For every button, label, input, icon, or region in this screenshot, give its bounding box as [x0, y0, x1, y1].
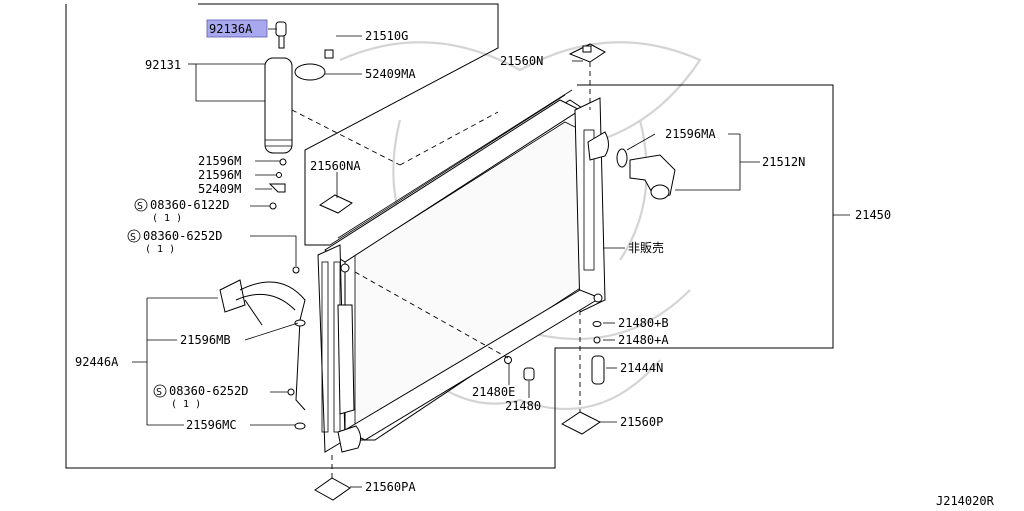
leader-lines: [132, 28, 850, 488]
label-92446A[interactable]: 92446A: [75, 355, 119, 369]
dash-line-3: [354, 271, 509, 359]
bolt-icon-1: [269, 202, 277, 210]
label-21596M-1[interactable]: 21596M: [198, 154, 241, 168]
clip-21510G: [324, 49, 334, 59]
label-21450[interactable]: 21450: [855, 208, 891, 222]
bolt-callout-3[interactable]: S 08360-6252D ( 1 ): [153, 384, 248, 410]
grommet-21596M-2: [276, 172, 282, 178]
label-21596MB[interactable]: 21596MB: [180, 333, 231, 347]
label-not-for-sale: 非販売: [628, 240, 664, 255]
bolt-callout-2[interactable]: S 08360-6252D ( 1 ): [127, 229, 222, 255]
label-52409M[interactable]: 52409M: [198, 182, 241, 196]
radiator-core: [317, 89, 609, 453]
reservoir-tank-92131: [264, 21, 293, 154]
label-21480B[interactable]: 21480+B: [618, 316, 669, 330]
label-21560NA[interactable]: 21560NA: [310, 159, 361, 173]
label-21596M-2[interactable]: 21596M: [198, 168, 241, 182]
label-21512N[interactable]: 21512N: [762, 155, 805, 169]
label-92131[interactable]: 92131: [145, 58, 181, 72]
dash-line-1: [291, 109, 401, 166]
label-21596MA[interactable]: 21596MA: [665, 127, 716, 141]
svg-text:08360-6252D: 08360-6252D: [143, 229, 222, 243]
oil-cooler-hose-92446A: [219, 266, 306, 430]
dash-line-2: [399, 111, 499, 166]
label-21560PA[interactable]: 21560PA: [365, 480, 416, 494]
hose-21444N: [591, 355, 605, 385]
highlight-box-92136A: [206, 19, 268, 38]
label-52409MA[interactable]: 52409MA: [365, 67, 416, 81]
svg-text:08360-6252D: 08360-6252D: [169, 384, 248, 398]
label-21510G[interactable]: 21510G: [365, 29, 408, 43]
clamp-52409MA: [294, 63, 326, 81]
plug-21480E: [504, 356, 512, 364]
label-92136A[interactable]: 92136A: [209, 22, 253, 36]
svg-text:S: S: [130, 232, 136, 243]
bracket-52409M: [268, 183, 286, 193]
label-21560P[interactable]: 21560P: [620, 415, 663, 429]
plug-21480: [523, 367, 535, 381]
plug-21480A: [593, 336, 601, 344]
mount-21560PA: [314, 477, 351, 501]
mount-21560NA: [318, 194, 353, 214]
label-21560N[interactable]: 21560N: [500, 54, 543, 68]
svg-text:( 1 ): ( 1 ): [145, 244, 175, 255]
label-21480A[interactable]: 21480+A: [618, 333, 669, 347]
oring-21596MA: [616, 148, 628, 168]
oring-21480B: [592, 321, 602, 327]
assembly-frame-21450: [65, 4, 834, 469]
svg-text:08360-6122D: 08360-6122D: [150, 198, 229, 212]
grommet-21596M-1: [279, 158, 287, 166]
mount-21560P: [561, 411, 601, 435]
reservoir-frame: [198, 3, 499, 246]
svg-text:( 1 ): ( 1 ): [171, 399, 201, 410]
label-21444N[interactable]: 21444N: [620, 361, 663, 375]
diagram-code: J214020R: [936, 494, 995, 508]
label-21480E[interactable]: 21480E: [472, 385, 515, 399]
svg-text:( 1 ): ( 1 ): [152, 213, 182, 224]
svg-text:S: S: [137, 201, 143, 212]
label-21596MC[interactable]: 21596MC: [186, 418, 237, 432]
bolt-callout-1[interactable]: S 08360-6122D ( 1 ): [134, 198, 229, 224]
label-21480[interactable]: 21480: [505, 399, 541, 413]
svg-text:S: S: [156, 387, 162, 398]
